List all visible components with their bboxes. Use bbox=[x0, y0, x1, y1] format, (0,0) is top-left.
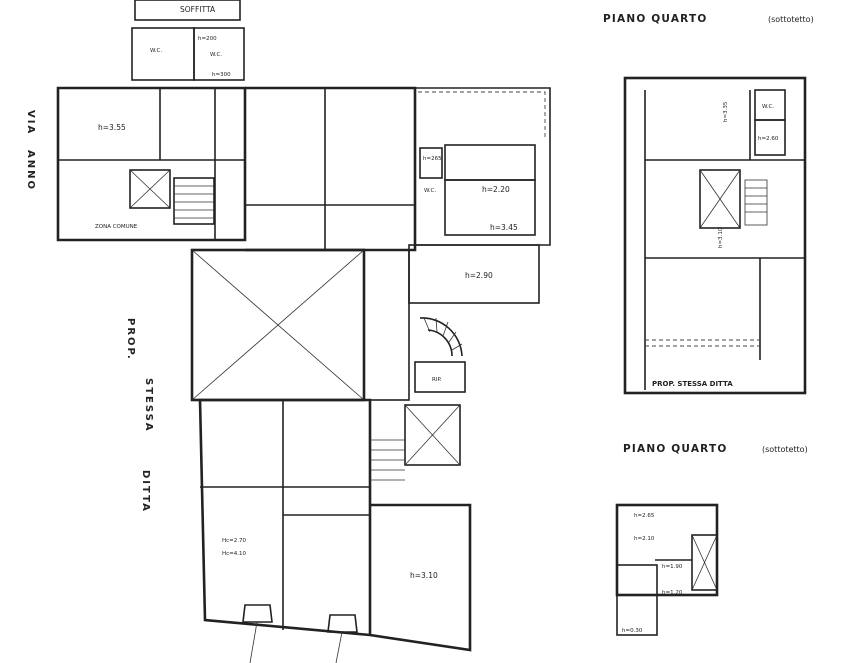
wc2-label: W.C. bbox=[210, 52, 222, 58]
wc1-label: W.C. bbox=[150, 48, 162, 54]
bottom-right-h210: h=2.10 bbox=[634, 536, 655, 542]
title-bottom-right-sub: (sottotetto) bbox=[762, 445, 808, 454]
h-290-label: h=2.90 bbox=[465, 271, 493, 280]
soffitta-room bbox=[134, 0, 241, 21]
h-mid-small-label: h=265 bbox=[423, 156, 442, 162]
wc-room-left bbox=[131, 27, 195, 81]
lower-left-outline bbox=[198, 398, 372, 637]
top-right-h335: h=3.35 bbox=[723, 101, 729, 122]
h-310-label: h=3.10 bbox=[410, 571, 438, 580]
svg-text:PROP.: PROP. bbox=[125, 318, 136, 361]
top-right-floor-plan: W.C. h=2.60 h=3.35 h=3.10 PROP. STESSA D… bbox=[623, 76, 807, 395]
bay-window-left bbox=[242, 604, 273, 623]
bottom-right-h265: h=2.65 bbox=[634, 513, 655, 519]
zona-comune-label: ZONA COMUNE bbox=[95, 224, 138, 230]
title-top-right-sub: (sottotetto) bbox=[768, 15, 814, 24]
rip-label: RIP. bbox=[432, 377, 442, 383]
bottom-right-outline bbox=[615, 503, 719, 597]
bottom-right-annex bbox=[616, 564, 658, 636]
h-220-label: h=2.20 bbox=[482, 185, 510, 194]
svg-text:VIA: VIA bbox=[25, 110, 36, 135]
bottom-right-h120: h=1.20 bbox=[662, 590, 683, 596]
left-wing-outline bbox=[56, 86, 247, 242]
soffitta-label: SOFFITTA bbox=[180, 5, 216, 14]
stair-void-lower bbox=[404, 404, 461, 466]
h-345-label: h=3.45 bbox=[490, 223, 518, 232]
svg-text:DITTA: DITTA bbox=[140, 470, 151, 513]
wc-room-right bbox=[193, 27, 245, 81]
h-room-tl-label: h=3.55 bbox=[98, 123, 126, 132]
top-right-stair-void bbox=[699, 169, 741, 229]
title-top-right: PIANO QUARTO bbox=[603, 13, 707, 25]
main-floor-plan: SOFFITTA W.C. W.C. h=200 h=300 h=3.55 ZO… bbox=[56, 0, 551, 663]
bottom-right-h030: h=0.30 bbox=[622, 628, 643, 634]
stair-treads-lower bbox=[370, 439, 405, 481]
stair-flight-left bbox=[173, 177, 215, 225]
bay-window-right bbox=[327, 614, 358, 633]
spiral-stair bbox=[419, 317, 463, 357]
stair-void-left bbox=[129, 169, 171, 209]
svg-text:STESSA: STESSA bbox=[143, 378, 154, 433]
roof-dashed-line bbox=[418, 91, 546, 140]
bottom-right-floor-plan: h=2.65 h=2.10 h=1.90 h=1.20 h=0.30 bbox=[615, 503, 719, 636]
top-right-h-small: h=2.60 bbox=[758, 136, 779, 142]
h-270-label: Hc=2.70 bbox=[222, 538, 247, 544]
prop-stessa-ditta-vertical: PROP. STESSA DITTA bbox=[125, 318, 154, 513]
bottom-right-h190: h=1.90 bbox=[662, 564, 683, 570]
h-wc-b-label: h=300 bbox=[212, 72, 231, 78]
svg-text:ANNO: ANNO bbox=[25, 150, 36, 191]
via-anno-label: VIA ANNO bbox=[25, 110, 36, 191]
h-wc-a-label: h=200 bbox=[198, 36, 217, 42]
top-right-prop-label: PROP. STESSA DITTA bbox=[652, 380, 733, 388]
top-right-outline bbox=[623, 76, 807, 395]
central-upper-outline bbox=[245, 86, 417, 252]
wc3-label: W.C. bbox=[424, 188, 436, 194]
h-410-label: Hc=4.10 bbox=[222, 551, 247, 557]
stair-treads-left bbox=[174, 185, 214, 219]
corridor bbox=[363, 249, 410, 401]
room-h310 bbox=[369, 503, 472, 652]
top-right-h310: h=3.10 bbox=[718, 227, 724, 248]
right-upper-outline bbox=[415, 87, 551, 246]
room-h290 bbox=[408, 244, 540, 304]
top-right-stair-treads bbox=[744, 179, 768, 226]
top-right-wc-label: W.C. bbox=[762, 104, 774, 110]
title-bottom-right: PIANO QUARTO bbox=[623, 443, 727, 455]
